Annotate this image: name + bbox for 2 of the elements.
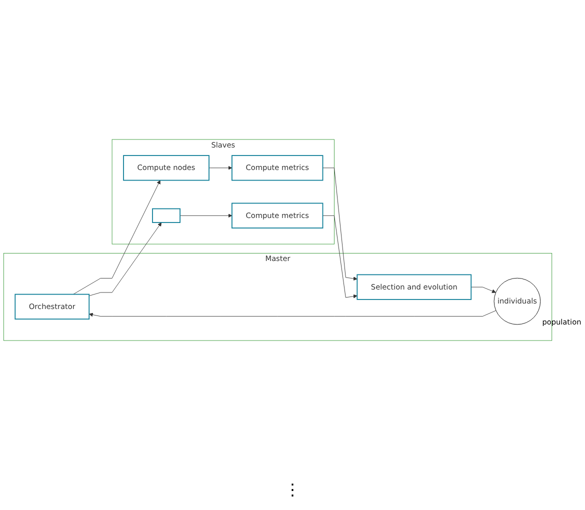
ellipsis-mark: ⋮ [284, 480, 300, 499]
node-box [152, 208, 180, 223]
